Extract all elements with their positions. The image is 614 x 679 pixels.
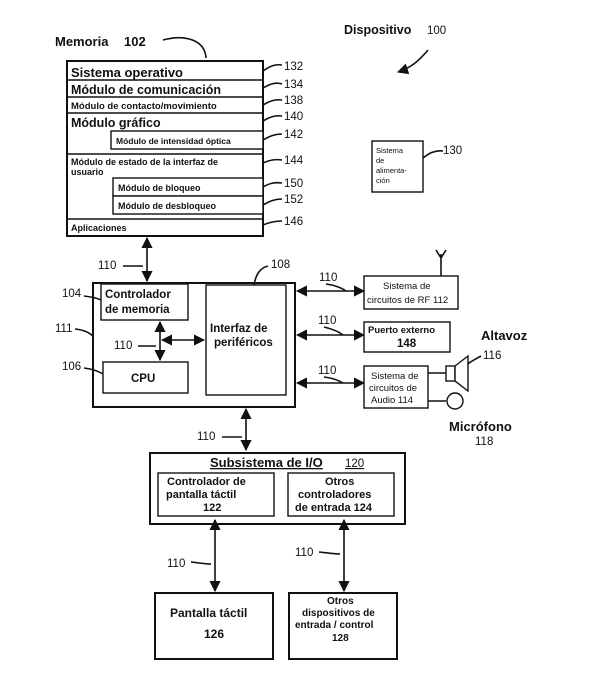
- power-line2: de: [376, 156, 384, 165]
- memory-row-os: Sistema operativo: [71, 65, 183, 80]
- memory-controller-box: [100, 283, 189, 321]
- power-box: [371, 140, 424, 193]
- microphone-label: Micrófono: [449, 419, 512, 434]
- speaker-label: Altavoz: [481, 328, 528, 343]
- memory-ref-132: 132: [284, 61, 303, 73]
- memory-ref-152: 152: [284, 194, 303, 206]
- memory-ref-leaders: [262, 63, 283, 226]
- other-ctrl-line2: controladores: [298, 489, 371, 501]
- other-devices-box: [288, 592, 398, 660]
- antenna-icon: [435, 249, 447, 276]
- memory-ref-150: 150: [284, 178, 303, 190]
- rf-circuitry-box: [363, 275, 459, 310]
- other-ctrl-line1: Otros: [325, 476, 354, 488]
- memory-row-apps: Aplicaciones: [71, 223, 127, 233]
- power-leader: [422, 149, 444, 159]
- cpu-ref: 106: [62, 361, 81, 373]
- other-ctrl-line3: de entrada 124: [295, 502, 373, 514]
- external-port-line2: 148: [397, 338, 417, 350]
- memory-row-unlock: Módulo de desbloqueo: [118, 201, 216, 211]
- memory-title: Memoria: [55, 34, 109, 49]
- memory-row-ui-state-line2: usuario: [71, 167, 104, 177]
- other-devices-line1: Otros: [327, 596, 354, 607]
- memory-ref: 102: [124, 34, 146, 49]
- external-port-box: [363, 321, 451, 353]
- other-devices-line3: entrada / control: [295, 620, 374, 631]
- external-port-line1: Puerto externo: [368, 325, 435, 336]
- device-ref: 100: [427, 25, 446, 37]
- microphone-ref: 118: [475, 436, 493, 448]
- memory-ref-134: 134: [284, 79, 304, 91]
- other-devices-line2: dispositivos de: [302, 608, 375, 619]
- touch-ctrl-line2: pantalla táctil: [166, 489, 236, 501]
- io-title: Subsistema de I/O: [210, 455, 323, 470]
- rf-line1: Sistema de: [383, 281, 431, 292]
- audio-line1: Sistema de: [371, 371, 419, 382]
- memory-ref-144: 144: [284, 155, 304, 167]
- power-line3: alimenta-: [376, 166, 407, 175]
- power-ref: 130: [443, 145, 462, 157]
- rf-line2: circuitos de RF 112: [367, 295, 448, 306]
- peripherals-ref: 108: [271, 259, 290, 271]
- peripherals-interface-box: [205, 284, 287, 396]
- touchscreen-controller-box: [157, 472, 275, 517]
- controller-ref-111: 111: [55, 323, 72, 335]
- peripherals-line2: periféricos: [214, 337, 273, 349]
- power-line1: Sistema: [376, 146, 404, 155]
- memory-row-graphics: Módulo gráfico: [71, 116, 161, 130]
- touchscreen-box: [154, 592, 274, 660]
- audio-circuitry-box: [363, 365, 429, 409]
- memory-ref-146: 146: [284, 216, 303, 228]
- speaker-icon: [445, 354, 469, 393]
- memory-controller-line2: de memoria: [105, 304, 170, 316]
- bus-label-1: 110: [98, 260, 116, 272]
- bus-label-audio: 110: [318, 365, 336, 377]
- device-arrow: [396, 49, 429, 75]
- bus-label-touch: 110: [167, 558, 185, 570]
- bus-label-rf: 110: [319, 272, 337, 284]
- memory-leader: [162, 36, 207, 59]
- device-title: Dispositivo: [344, 23, 412, 37]
- memory-row-ui-state-line1: Módulo de estado de la interfaz de: [71, 157, 218, 167]
- io-ref: 120: [345, 458, 364, 470]
- memory-block: [66, 60, 264, 237]
- memory-row-comm: Módulo de comunicación: [71, 83, 221, 97]
- bus-label-other: 110: [295, 547, 313, 559]
- peripherals-line1: Interfaz de: [210, 323, 268, 335]
- memory-row-contact: Módulo de contacto/movimiento: [71, 101, 217, 112]
- touchscreen-line2: 126: [204, 627, 224, 641]
- memory-row-light-intensity: Módulo de intensidad óptica: [116, 136, 231, 146]
- cpu-label: CPU: [131, 373, 155, 385]
- touch-ctrl-line3: 122: [203, 502, 221, 514]
- memory-row-lock: Módulo de bloqueo: [118, 183, 201, 193]
- bus-label-io: 110: [197, 431, 215, 443]
- touchscreen-line1: Pantalla táctil: [170, 606, 247, 620]
- memory-controller-line1: Controlador: [105, 289, 171, 301]
- audio-line2: circuitos de: [369, 383, 417, 394]
- microphone-icon: [446, 392, 464, 410]
- audio-line3: Audio 114: [371, 395, 413, 406]
- cpu-box: [102, 361, 189, 394]
- bus-label-ext: 110: [318, 315, 336, 327]
- touch-ctrl-line1: Controlador de: [167, 476, 246, 488]
- speaker-ref: 116: [483, 350, 501, 362]
- memory-ref-140: 140: [284, 111, 303, 123]
- other-input-controllers-box: [287, 472, 395, 517]
- memory-ref-138: 138: [284, 95, 303, 107]
- power-line4: ción: [376, 176, 390, 185]
- memory-controller-ref: 104: [62, 288, 82, 300]
- controller-bus-label: 110: [114, 340, 132, 352]
- other-devices-line4: 128: [332, 633, 349, 644]
- memory-ref-142: 142: [284, 129, 303, 141]
